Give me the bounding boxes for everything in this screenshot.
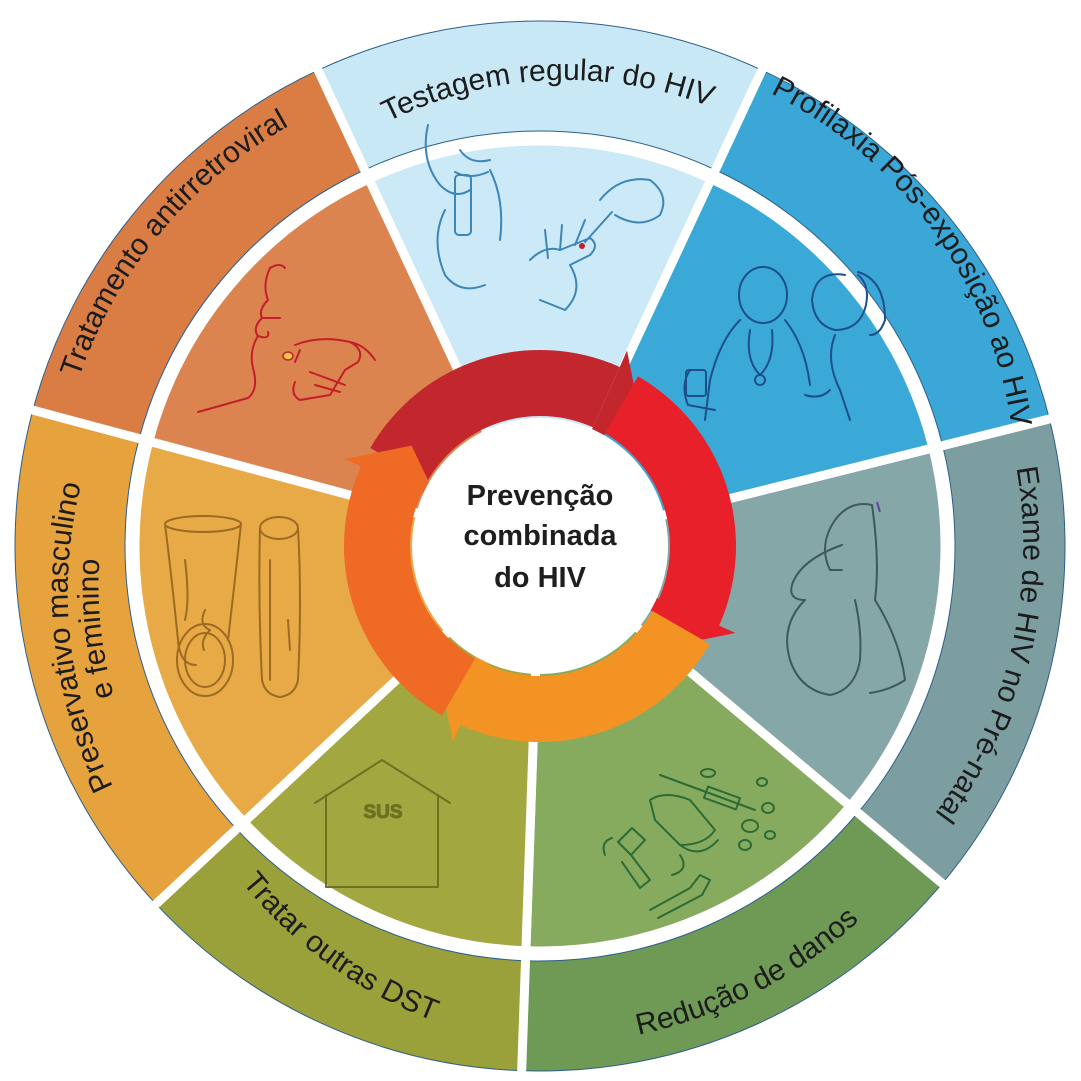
harm-reduction-kit-icon (602, 768, 776, 919)
cycle-arrow-band (605, 376, 736, 626)
blood-drop-icon (579, 243, 585, 249)
outer-ring (14, 20, 1066, 1076)
cycle-arrow-head (344, 445, 438, 501)
person-taking-pill-icon (197, 264, 376, 413)
center-title-line3: do HIV (494, 562, 586, 594)
cycle-arrow-band (460, 611, 710, 742)
segment-divider (843, 799, 949, 891)
health-center-house-icon: SUS (314, 759, 451, 888)
center-title: Prevenção combinada do HIV (463, 480, 617, 594)
center-circle (412, 418, 668, 674)
icons: SUS (164, 124, 906, 919)
cycle-arrows (344, 350, 736, 742)
segment-divider (311, 63, 376, 186)
segment-divider (927, 413, 1056, 454)
inner-wedge-testagem (362, 136, 718, 557)
sus-label: SUS (363, 802, 402, 823)
segment-divider (26, 404, 155, 447)
accent-mark-icon (876, 501, 881, 513)
pregnant-woman-icon (786, 503, 906, 696)
segment-divider (704, 63, 769, 186)
condoms-icon (164, 515, 301, 698)
cycle-arrow-band (370, 350, 620, 481)
segment-divider (517, 945, 531, 1076)
center-title-line1: Prevenção (467, 480, 614, 512)
cycle-arrow-band (344, 466, 475, 716)
center-title-line2: combinada (463, 520, 617, 552)
pill-icon (282, 351, 294, 361)
saliva-and-finger-prick-test-icon (424, 124, 665, 311)
doctor-and-patient-icon (683, 266, 886, 421)
segment-divider (149, 815, 251, 911)
